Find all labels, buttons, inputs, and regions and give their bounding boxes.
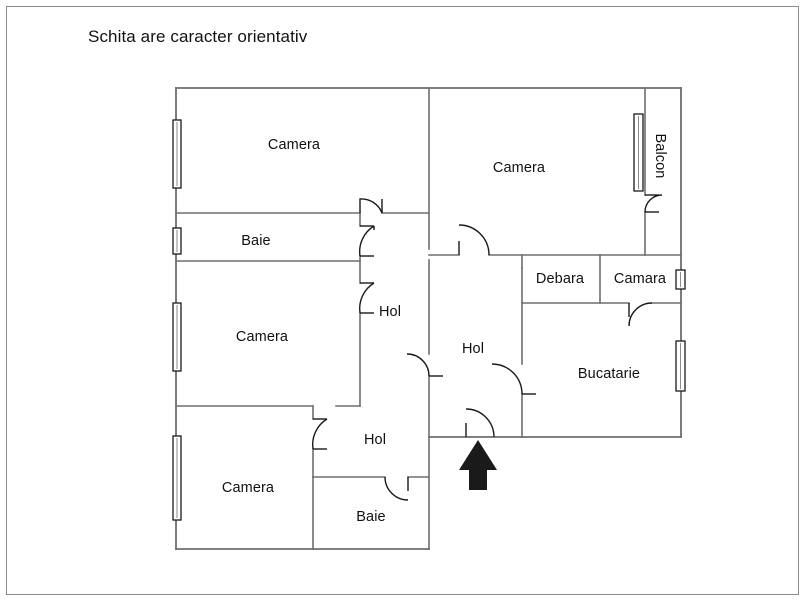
room-label-camera-bottom-left: Camera <box>221 480 275 496</box>
room-label-baie-upper: Baie <box>241 233 271 249</box>
page-frame-border <box>6 6 799 595</box>
door-jambs <box>313 194 659 491</box>
interior-walls <box>175 87 682 550</box>
entrance-arrow-shape <box>459 440 497 490</box>
page-title: Schita are caracter orientativ <box>88 27 308 46</box>
door-entrance <box>465 408 495 438</box>
room-label-bucatarie: Bucatarie <box>577 366 641 382</box>
room-label-balcon: Balcon <box>652 133 668 179</box>
door-baie-upper <box>358 225 375 257</box>
room-label-debara: Debara <box>535 271 585 287</box>
windows-group <box>172 113 686 521</box>
door-hol-link <box>406 353 430 377</box>
door-camera-bottomleft <box>311 418 328 450</box>
room-label-hol-lower-left: Hol <box>363 432 387 448</box>
door-baie-lower <box>384 476 409 501</box>
door-swings <box>311 194 663 501</box>
door-camara <box>628 302 653 327</box>
door-camera-midleft <box>358 282 375 314</box>
room-label-camera-top-left: Camera <box>267 137 321 153</box>
door-camera-topleft <box>359 198 383 214</box>
room-label-hol-right: Hol <box>461 341 485 357</box>
room-label-camera-top-right: Camera <box>492 160 546 176</box>
door-bucatarie <box>491 363 523 395</box>
door-balcon <box>644 194 663 213</box>
room-label-camara: Camara <box>613 271 667 287</box>
entrance-arrow <box>459 440 497 490</box>
room-label-camera-mid-left: Camera <box>235 329 289 345</box>
room-label-baie-lower: Baie <box>356 509 386 525</box>
door-camera-topright <box>458 224 490 256</box>
room-label-hol-upper-left: Hol <box>378 304 402 320</box>
